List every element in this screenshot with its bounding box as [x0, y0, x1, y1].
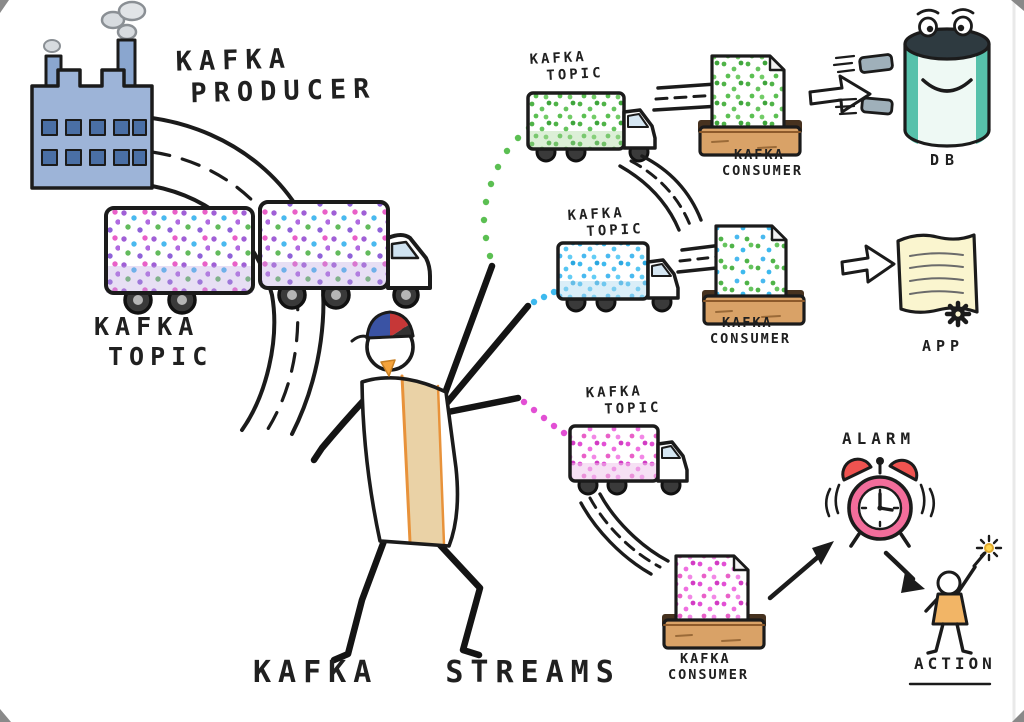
producer-label-line1: KAFKA — [175, 43, 293, 78]
right-arm-mid — [442, 302, 532, 408]
main-topic-label-line1: KAFKA — [94, 312, 200, 341]
alarm-clock-icon — [824, 457, 936, 548]
factory-windows — [41, 119, 147, 166]
alarm-label: ALARM — [842, 429, 916, 448]
main-topic-label: KAFKA TOPIC — [94, 312, 213, 371]
trailer-box — [104, 206, 255, 295]
torso-stripe — [402, 376, 444, 544]
main-topic-label-line2: TOPIC — [108, 341, 214, 371]
db-face — [916, 8, 975, 93]
right-arm-up — [440, 262, 496, 400]
nose — [380, 359, 396, 377]
green-road-dashes — [652, 82, 722, 112]
gear-icon — [944, 300, 972, 328]
streams-person — [310, 262, 532, 664]
pink-topic-label: KAFKA TOPIC — [585, 383, 662, 418]
db-label: DB — [930, 151, 961, 169]
action-person — [924, 534, 1003, 655]
blue-consumer-tray — [702, 224, 806, 326]
green-topic-truck — [526, 91, 657, 163]
producer-label-line2: PRODUCER — [190, 73, 377, 110]
streams-label: KAFKA STREAMS — [253, 655, 621, 690]
blue-consumer-label: KAFKA CONSUMER — [710, 315, 792, 347]
pink-dotted-trail — [520, 398, 576, 444]
green-consumer-tray — [698, 54, 802, 157]
green-dotted-trail — [480, 124, 533, 260]
smoke-icon — [43, 0, 147, 53]
right-arm-low — [444, 394, 522, 416]
pink-road — [579, 492, 670, 576]
db-cylinder — [832, 8, 991, 148]
pink-consumer-tray — [662, 554, 766, 650]
truck-box — [258, 200, 390, 290]
truck-cab — [386, 233, 432, 290]
arrow-to-action — [883, 550, 925, 593]
green-consumer-label: KAFKA CONSUMER — [722, 147, 804, 179]
arrow-to-app — [840, 244, 896, 284]
action-label: ACTION — [914, 654, 996, 673]
green-topic-label: KAFKA TOPIC — [529, 48, 604, 84]
pink-consumer-label: KAFKA CONSUMER — [668, 651, 750, 683]
app-document — [896, 233, 979, 328]
arrow-to-db — [808, 74, 872, 114]
app-label: APP — [922, 337, 965, 355]
right-leg — [436, 541, 484, 659]
left-leg — [330, 537, 388, 664]
producer-label: KAFKA PRODUCER — [175, 41, 377, 110]
left-arm — [310, 394, 370, 464]
pink-topic-truck — [568, 424, 689, 496]
kafka-topic-trucks — [104, 200, 432, 315]
factory-building — [30, 0, 154, 190]
blue-topic-truck — [556, 241, 680, 313]
arrow-to-alarm — [767, 541, 834, 601]
cap-icon — [350, 310, 415, 343]
curved-road-to-blue-consumer — [618, 154, 703, 232]
flying-record-icon — [832, 53, 894, 116]
blue-topic-label: KAFKA TOPIC — [567, 204, 644, 240]
